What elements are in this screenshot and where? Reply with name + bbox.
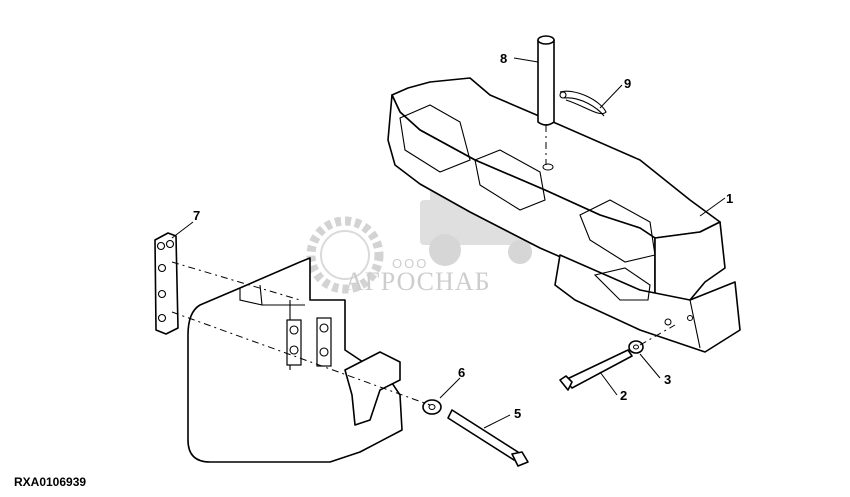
leader-6: [439, 377, 461, 399]
spring-clip-part: [559, 90, 607, 117]
callout-1: 1: [726, 191, 733, 206]
washer-3-part: [628, 340, 644, 354]
watermark-prefix: ООО: [392, 256, 428, 271]
pin-part: [537, 35, 555, 126]
callout-3: 3: [664, 372, 671, 387]
callout-5: 5: [514, 406, 521, 421]
washer-6-part: [422, 399, 442, 415]
leader-7: [171, 221, 194, 239]
callout-6: 6: [458, 365, 465, 380]
leader-2: [599, 371, 618, 396]
leader-8: [513, 57, 539, 63]
leader-3: [639, 353, 661, 379]
callout-8: 8: [500, 51, 507, 66]
bolt-5-part: [447, 409, 529, 467]
bolt-2-part: [559, 349, 633, 391]
watermark-brand: АГРОСНАБ: [345, 267, 491, 296]
callout-9: 9: [624, 76, 631, 91]
suitcase-weight-part: [187, 257, 403, 463]
alignment-line-upper: [171, 261, 301, 301]
figure-reference-code: RXA0106939: [14, 475, 86, 489]
mounting-plate-part: [154, 232, 179, 335]
leader-9: [599, 84, 623, 109]
weight-bracket-part: [387, 77, 741, 353]
leader-5: [483, 414, 511, 429]
alignment-line-middle: [171, 311, 431, 406]
leader-1: [699, 197, 726, 217]
alignment-line-right: [639, 324, 676, 346]
callout-2: 2: [620, 388, 627, 403]
callout-7: 7: [193, 208, 200, 223]
